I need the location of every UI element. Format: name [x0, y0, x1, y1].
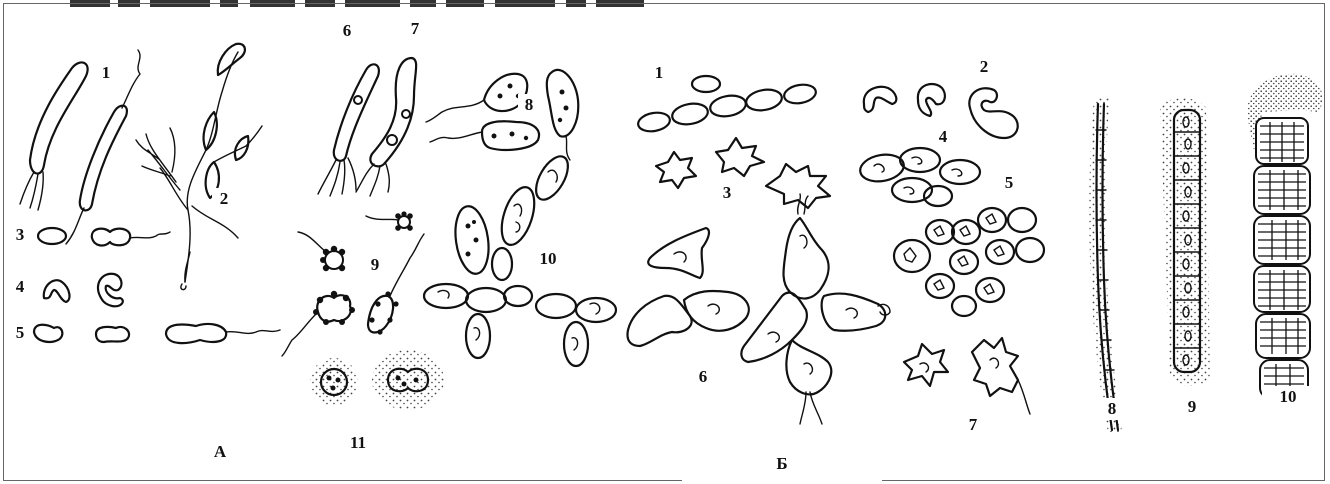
label-a-8: 8: [518, 94, 540, 116]
b8-thin-filament: [1089, 96, 1122, 432]
label-a-1: 1: [96, 62, 116, 84]
b3-star-cells: [656, 138, 830, 208]
label-b-1: 1: [648, 62, 670, 84]
label-b-10: 10: [1262, 386, 1314, 408]
panel-label-b: Б: [682, 444, 882, 484]
label-a-7: 7: [404, 18, 426, 40]
label-a-2: 2: [212, 188, 236, 210]
label-a-4: 4: [10, 276, 30, 298]
label-b-4: 4: [932, 126, 954, 148]
label-a-5: 5: [10, 322, 30, 344]
a1-rods-with-flagella: [20, 50, 140, 244]
a9-cells-with-granules: [282, 211, 424, 356]
label-a-9: 9: [364, 254, 386, 276]
a11-capsulated-cells: [310, 350, 444, 410]
a6-rod-flagellated: [318, 64, 379, 196]
panel-b-drawings: [628, 74, 1323, 432]
a7-rod-spored: [356, 58, 416, 196]
a4-vibrios: [44, 274, 123, 307]
label-a-3: 3: [10, 224, 30, 246]
label-b-3: 3: [716, 182, 738, 204]
b4-oval-cells: [858, 148, 980, 206]
b6-triangular-cells: [628, 194, 891, 424]
label-a-6: 6: [336, 20, 358, 42]
label-b-6: 6: [686, 366, 720, 388]
a5-rods-chain: [34, 324, 280, 343]
b7-irregular-cells: [904, 338, 1030, 414]
b1-oval-chain: [637, 76, 818, 134]
label-a-11: 11: [338, 432, 378, 454]
label-b-9: 9: [1170, 396, 1214, 418]
label-b-8: 8: [1090, 398, 1134, 420]
a10-chained-cells: [424, 151, 616, 366]
b10-thick-segmented-filament: [1247, 74, 1323, 400]
label-b-2: 2: [970, 56, 998, 78]
b9-sheathed-filament: [1160, 98, 1210, 386]
a2-branched-form: [136, 44, 262, 290]
label-b-7: 7: [954, 414, 992, 436]
a8-spored-cells: [426, 70, 578, 160]
label-a-10: 10: [532, 248, 564, 270]
a3-cocci-rods: [38, 228, 170, 245]
b5-round-cells: [894, 208, 1044, 316]
label-b-5: 5: [996, 172, 1022, 194]
panel-label-a: А: [120, 432, 320, 472]
